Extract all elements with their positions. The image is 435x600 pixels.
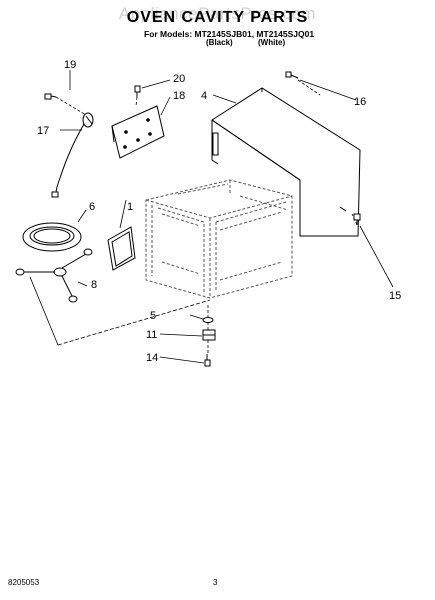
waveguide-cover-part [107, 226, 136, 271]
coupler-11-part [202, 329, 216, 341]
callout-18: 18 [173, 90, 185, 102]
callout-14: 14 [146, 352, 158, 364]
models-line: For Models: MT2145SJB01, MT2145SJQ01 [144, 29, 315, 39]
variant-black: (Black) [206, 38, 233, 47]
callout-17: 17 [37, 125, 49, 137]
screw-20-part [134, 85, 141, 97]
oven-cavity-dashed [145, 179, 293, 299]
motor-with-harness-part [51, 112, 94, 198]
callout-16: 16 [354, 96, 366, 108]
screw-14-part [204, 354, 211, 367]
page-number: 3 [213, 578, 218, 587]
screw-19-part [44, 93, 57, 100]
glass-tray-part [22, 222, 82, 252]
screw-16-part [285, 71, 299, 79]
cover-plate-part [111, 105, 165, 159]
callout-20: 20 [173, 73, 185, 85]
callout-5: 5 [150, 310, 156, 322]
washer-5-part [202, 317, 214, 323]
variant-white: (White) [258, 38, 286, 47]
document-number: 8205053 [8, 578, 40, 587]
outer-cabinet-part [211, 87, 361, 237]
callout-11: 11 [146, 329, 157, 341]
leader-lines [29, 70, 394, 364]
callout-4: 4 [201, 90, 207, 102]
watermark: AppliancePartsPros.com [118, 4, 317, 23]
roller-support-part [15, 248, 93, 303]
callout-6: 6 [89, 201, 95, 213]
callout-1: 1 [127, 201, 133, 213]
diagram-title: OVEN CAVITY PARTS [126, 9, 309, 26]
callout-15: 15 [389, 290, 401, 302]
callout-8: 8 [91, 279, 97, 291]
callout-19: 19 [64, 59, 76, 71]
